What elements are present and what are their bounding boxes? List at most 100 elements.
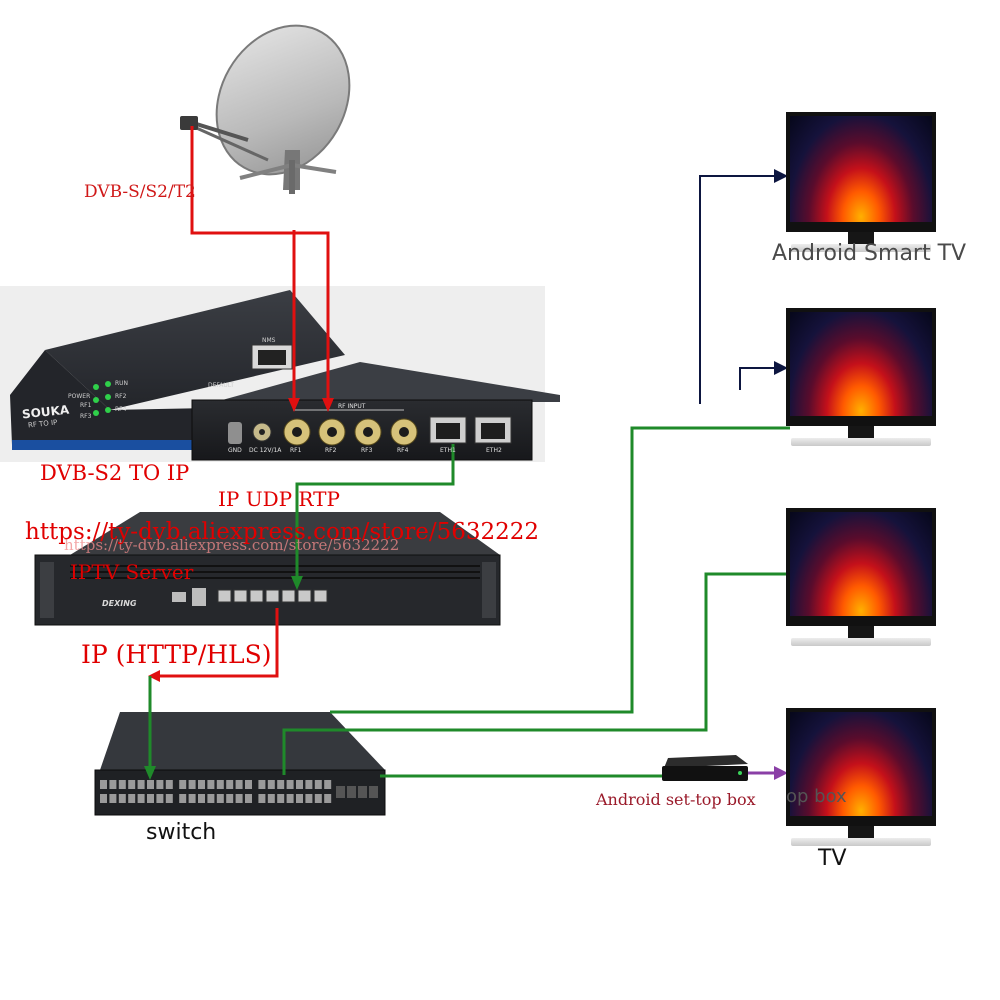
switch-port bbox=[156, 794, 164, 803]
switch-port bbox=[258, 780, 266, 789]
dvb-s2-to-ip-label: DVB-S2 TO IP bbox=[40, 461, 190, 485]
eth1-port-label: ETH1 bbox=[440, 447, 456, 454]
switch-port bbox=[128, 794, 136, 803]
android-smart-tv-label: Android Smart TV bbox=[772, 241, 967, 266]
purple-arrowhead bbox=[774, 766, 788, 780]
switch-port bbox=[267, 780, 275, 789]
switch-port bbox=[314, 780, 322, 789]
led-label-rf3: RF3 bbox=[80, 413, 92, 420]
switch-port bbox=[235, 794, 243, 803]
switch-port bbox=[137, 794, 145, 803]
rf-to-ip-gateway-device bbox=[10, 290, 345, 450]
switch-port bbox=[235, 780, 243, 789]
sfp-port bbox=[336, 786, 345, 798]
switch-port bbox=[207, 794, 215, 803]
switch-port bbox=[137, 780, 145, 789]
switch-port bbox=[216, 794, 224, 803]
switch-port bbox=[314, 794, 322, 803]
switch-port bbox=[207, 780, 215, 789]
iptv-server-label: IPTV Server bbox=[70, 560, 194, 584]
switch-port bbox=[305, 780, 313, 789]
switch-port bbox=[226, 794, 234, 803]
switch-port bbox=[305, 794, 313, 803]
switch-port bbox=[324, 794, 332, 803]
tv-2 bbox=[786, 308, 936, 448]
android-stb-label: Android set-top box bbox=[596, 790, 756, 809]
switch-port bbox=[267, 794, 275, 803]
tv-label: TV bbox=[818, 846, 847, 871]
switch-port bbox=[118, 780, 126, 789]
switch-port bbox=[188, 794, 196, 803]
switch-port bbox=[245, 780, 252, 789]
switch-port bbox=[109, 794, 117, 803]
switch-port bbox=[198, 794, 205, 803]
status-leds bbox=[93, 381, 111, 416]
led-label-power: POWER bbox=[68, 393, 91, 400]
rf-input-label: RF INPUT bbox=[338, 403, 366, 410]
store-url-label: https://ty-dvb.aliexpress.com/store/5632… bbox=[25, 519, 540, 545]
led-label-rf2: RF2 bbox=[115, 393, 127, 400]
switch-port bbox=[245, 794, 252, 803]
switch-port bbox=[216, 780, 224, 789]
switch-port bbox=[165, 780, 173, 789]
sfp-port bbox=[358, 786, 367, 798]
dc-label: DC 12V/1A bbox=[249, 447, 282, 454]
switch-port bbox=[296, 794, 303, 803]
switch-port bbox=[179, 780, 187, 789]
sfp-port bbox=[369, 786, 378, 798]
sfp-port bbox=[347, 786, 356, 798]
eth2-port-label: ETH2 bbox=[486, 447, 502, 454]
switch-port bbox=[165, 794, 173, 803]
switch-port bbox=[118, 794, 126, 803]
switch-port bbox=[128, 780, 136, 789]
switch-port bbox=[286, 780, 294, 789]
navy-arrowheads bbox=[774, 169, 788, 375]
rf-input-panel bbox=[191, 362, 560, 461]
switch-port bbox=[147, 794, 154, 803]
tv-link-lines bbox=[699, 175, 780, 404]
satellite-dish bbox=[180, 24, 351, 194]
switch-port bbox=[324, 780, 332, 789]
switch-port bbox=[296, 780, 303, 789]
store-url-ghost: https://ty-dvb.aliexpress.com/store/5632… bbox=[64, 536, 400, 554]
tv-4 bbox=[786, 708, 936, 848]
switch-port bbox=[156, 780, 164, 789]
tv-1 bbox=[786, 112, 936, 254]
switch-port bbox=[179, 794, 187, 803]
switch-port bbox=[147, 780, 154, 789]
switch-port bbox=[109, 780, 117, 789]
default-label: DEFAULT bbox=[208, 382, 234, 389]
led-label-rf4: RF4 bbox=[115, 406, 127, 413]
switch-port bbox=[198, 780, 205, 789]
nms-label: NMS bbox=[262, 337, 276, 344]
green-arrowheads bbox=[144, 576, 303, 780]
led-label-rf1: RF1 bbox=[80, 402, 92, 409]
switch-port bbox=[286, 794, 294, 803]
ethernet-cable-lines bbox=[148, 426, 790, 778]
red-arrowheads bbox=[148, 398, 334, 682]
dvb-input-label: DVB-S/S2/T2 bbox=[84, 182, 196, 202]
rf2-port-label: RF2 bbox=[325, 447, 337, 454]
switch-port bbox=[226, 780, 234, 789]
rf1-port-label: RF1 bbox=[290, 447, 302, 454]
switch-port bbox=[258, 794, 266, 803]
rf3-port-label: RF3 bbox=[361, 447, 373, 454]
switch-port bbox=[277, 780, 285, 789]
rf-cable-lines bbox=[152, 126, 330, 678]
network-switch-device bbox=[94, 712, 386, 816]
iptv-server-device bbox=[34, 512, 501, 626]
rf4-port-label: RF4 bbox=[397, 447, 409, 454]
switch-port bbox=[188, 780, 196, 789]
gnd-label: GND bbox=[228, 447, 242, 454]
switch-port bbox=[100, 794, 107, 803]
ip-http-hls-label: IP (HTTP/HLS) bbox=[81, 640, 272, 669]
switch-label: switch bbox=[146, 820, 217, 845]
led-label-run: RUN bbox=[115, 380, 129, 387]
android-set-top-box-device bbox=[662, 755, 748, 781]
stb-ghost-label: op box bbox=[786, 786, 847, 807]
ip-udp-rtp-label: IP UDP RTP bbox=[218, 487, 340, 511]
switch-port bbox=[100, 780, 107, 789]
server-brand: DEXING bbox=[102, 599, 137, 608]
